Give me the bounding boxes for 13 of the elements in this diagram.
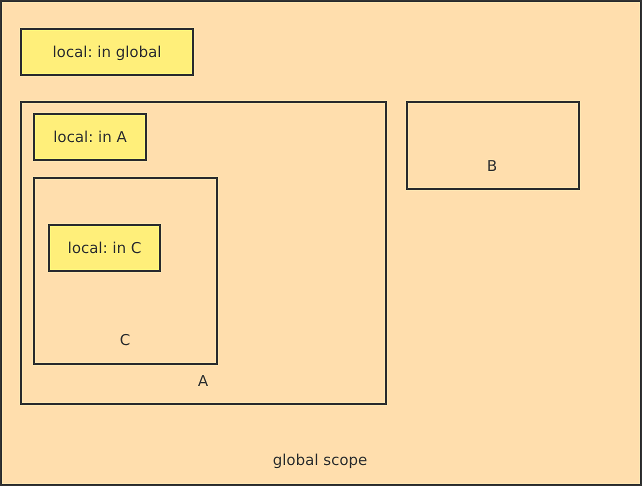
variable-label: local: in A (53, 128, 127, 146)
scope-box (33, 177, 218, 365)
scope-label: global scope (272, 451, 368, 469)
variable-box (20, 28, 194, 76)
scope-label: C (120, 331, 130, 349)
variable-label: local: in global (52, 43, 162, 61)
variable-box (48, 224, 161, 272)
variable-label: local: in C (68, 239, 142, 257)
scope-box (20, 101, 387, 405)
scope-box (406, 101, 580, 190)
scope-label: B (486, 157, 498, 175)
variable-box (33, 113, 147, 161)
scope-label: A (198, 372, 208, 390)
